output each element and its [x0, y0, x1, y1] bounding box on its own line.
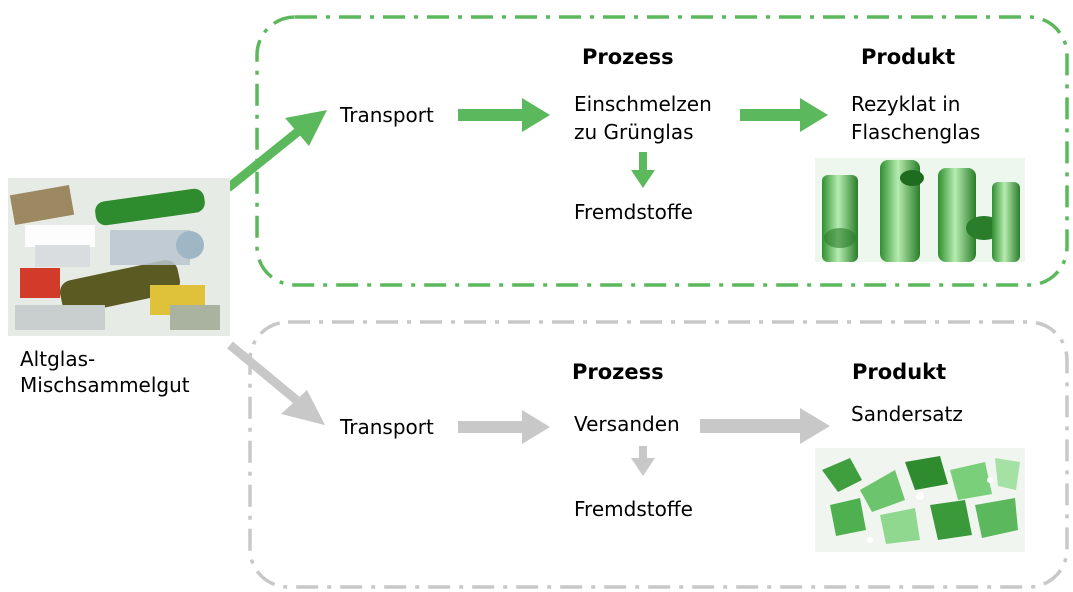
- green-process-line2: zu Grünglas: [574, 120, 694, 144]
- arrow-process-to-byproduct-grey: [631, 446, 655, 476]
- green-process-header: Prozess: [582, 45, 674, 69]
- source-label-line2: Mischsammelgut: [20, 373, 190, 397]
- arrow-source-to-grey: [227, 341, 325, 425]
- green-product-header: Produkt: [861, 45, 956, 69]
- grey-transport-label: Transport: [340, 415, 434, 439]
- green-path-frame: [255, 15, 1069, 287]
- arrow-process-to-product-green: [740, 98, 828, 132]
- arrow-transport-to-process-green: [458, 98, 550, 132]
- grey-process-line1: Versanden: [574, 412, 680, 436]
- green-byproduct-label: Fremdstoffe: [574, 200, 693, 224]
- arrow-process-to-byproduct-green: [631, 152, 655, 188]
- grey-product-header: Produkt: [852, 360, 947, 384]
- arrow-transport-to-process-grey: [458, 410, 550, 444]
- source-label-line1: Altglas-: [20, 347, 96, 371]
- arrow-source-to-green: [225, 110, 327, 192]
- green-product-line1: Rezyklat in: [851, 92, 961, 116]
- green-product-line2: Flaschenglas: [851, 120, 981, 144]
- mixed-glass-waste-icon: [8, 178, 230, 336]
- grey-byproduct-label: Fremdstoffe: [574, 497, 693, 521]
- grey-process-header: Prozess: [572, 360, 664, 384]
- grey-path-frame: [248, 320, 1069, 589]
- glass-shards-icon: [815, 448, 1025, 552]
- arrow-process-to-product-grey: [700, 408, 830, 444]
- grey-product-line1: Sandersatz: [851, 402, 963, 426]
- green-process-line1: Einschmelzen: [574, 92, 712, 116]
- green-bottles-icon: [815, 158, 1025, 262]
- green-transport-label: Transport: [340, 103, 434, 127]
